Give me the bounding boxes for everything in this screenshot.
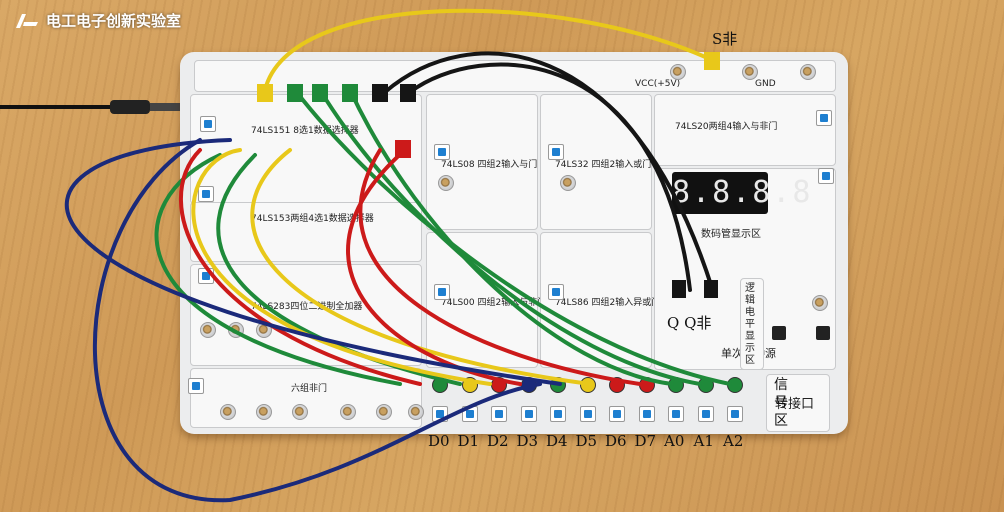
module-label-74ls151: 74LS151 8选1数据选择器 <box>251 126 359 136</box>
jack-inv-a1[interactable] <box>220 404 236 420</box>
lab-watermark: 电工电子创新实验室 <box>14 10 181 31</box>
switch-d7[interactable] <box>638 406 655 422</box>
switch-d5[interactable] <box>579 406 596 422</box>
module-74ls32: 74LS32 四组2输入或门 <box>540 94 652 230</box>
jack-a1[interactable] <box>200 322 216 338</box>
switch-label-a1: A1 <box>693 432 714 450</box>
module-label-74ls20: 74LS20两组4输入与非门 <box>675 122 778 132</box>
black-cable-1 <box>383 51 714 290</box>
module-label-74ls86: 74LS86 四组2输入异或门 <box>555 298 661 308</box>
switch-label-d6: D6 <box>605 432 627 450</box>
switch-label-d1: D1 <box>457 432 480 450</box>
module-label-74ls08: 74LS08 四组2输入与门 <box>441 160 538 170</box>
yellow-cable-1 <box>263 8 714 92</box>
jack-vcc[interactable] <box>670 64 686 80</box>
jack-pulse-out[interactable] <box>812 295 828 311</box>
switch-d4[interactable] <box>550 406 566 422</box>
red-cable-1 <box>179 148 422 386</box>
jack-inv-a3[interactable] <box>292 404 308 420</box>
q-qnot-annotation: Q Q非 <box>667 314 712 332</box>
yellow-cable-2 <box>191 148 492 386</box>
switch-d3[interactable] <box>520 406 537 422</box>
jack-gnd[interactable] <box>742 64 758 80</box>
jack-inv-a4[interactable] <box>340 404 356 420</box>
module-74ls153: 74LS153两组4选1数据选择器 <box>190 202 422 262</box>
switch-label-d3: D3 <box>516 432 539 450</box>
black-cable-2 <box>408 62 692 292</box>
module-button-7[interactable] <box>548 284 564 300</box>
module-label-inverter: 六组非门 <box>291 384 328 394</box>
module-label-74ls32: 74LS32 四组2输入或门 <box>555 160 652 170</box>
lab-logo-icon <box>16 13 38 28</box>
switch-a1[interactable] <box>697 406 714 422</box>
jack-gnd-2[interactable] <box>800 64 816 80</box>
module-button-4[interactable] <box>434 144 450 160</box>
signal-area-label: 信号区 <box>774 377 788 429</box>
switch-a0[interactable] <box>668 406 684 422</box>
gnd-label: GND <box>755 79 776 89</box>
green-cable-1 <box>293 88 732 386</box>
module-button-5[interactable] <box>548 144 564 160</box>
logic-display-label: 逻辑电平显示区 <box>745 283 755 366</box>
green-cable-2 <box>318 88 702 386</box>
switch-d6[interactable] <box>609 406 625 422</box>
switch-label-a2: A2 <box>723 432 744 450</box>
pulse-button-1[interactable] <box>772 326 786 340</box>
red-cable-3 <box>358 148 642 386</box>
jack-74ls32-y4[interactable] <box>560 175 576 191</box>
pulse-button-2[interactable] <box>816 326 830 340</box>
module-74ls08: 74LS08 四组2输入与门 <box>426 94 538 230</box>
jack-74ls08-y4[interactable] <box>438 175 454 191</box>
module-label-74ls00: 74LS00 四组2输入与非门 <box>441 298 547 308</box>
power-cable <box>0 100 185 114</box>
interface-label: 转接口 <box>775 397 815 412</box>
module-74ls86: 74LS86 四组2输入异或门 <box>540 232 660 368</box>
jack-inv-a6[interactable] <box>408 404 424 420</box>
vcc-label: VCC(+5V) <box>635 79 681 89</box>
switch-label-d7: D7 <box>634 432 657 450</box>
s-not-annotation: S非 <box>712 30 738 48</box>
module-button-6[interactable] <box>434 284 450 300</box>
switch-label-a0: A0 <box>664 432 685 450</box>
module-button-1[interactable] <box>198 186 214 202</box>
yellow-cable-3 <box>250 148 592 386</box>
cable-plugs <box>257 52 720 298</box>
module-label-74ls283: 74LS283四位二进制全加器 <box>251 302 363 312</box>
module-button-8[interactable] <box>816 110 832 126</box>
switch-label-d0: D0 <box>428 432 450 450</box>
interface-module: 转接口 <box>766 374 830 432</box>
module-label-74ls153: 74LS153两组4选1数据选择器 <box>251 214 374 224</box>
jack-inv-a5[interactable] <box>376 404 392 420</box>
watermark-text: 电工电子创新实验室 <box>46 12 182 30</box>
switch-label-d4: D4 <box>546 432 568 450</box>
display-label: 数码管显示区 <box>701 229 761 240</box>
switch-d2[interactable] <box>491 406 507 422</box>
clear-button[interactable] <box>200 116 216 132</box>
module-button-9[interactable] <box>818 168 834 184</box>
jack-inv-a2[interactable] <box>256 404 272 420</box>
green-cable-3 <box>348 88 674 386</box>
red-cable-2 <box>346 148 522 386</box>
switch-label-d2: D2 <box>487 432 509 450</box>
navy-cable-2 <box>93 138 542 503</box>
navy-cable-1 <box>64 138 562 386</box>
switch-label-d5: D5 <box>575 432 598 450</box>
switch-a2[interactable] <box>727 406 743 422</box>
logic-display-panel: 逻辑电平显示区 <box>740 278 764 370</box>
module-74ls20: 74LS20两组4输入与非门 <box>654 94 836 166</box>
module-button-3[interactable] <box>188 378 204 394</box>
